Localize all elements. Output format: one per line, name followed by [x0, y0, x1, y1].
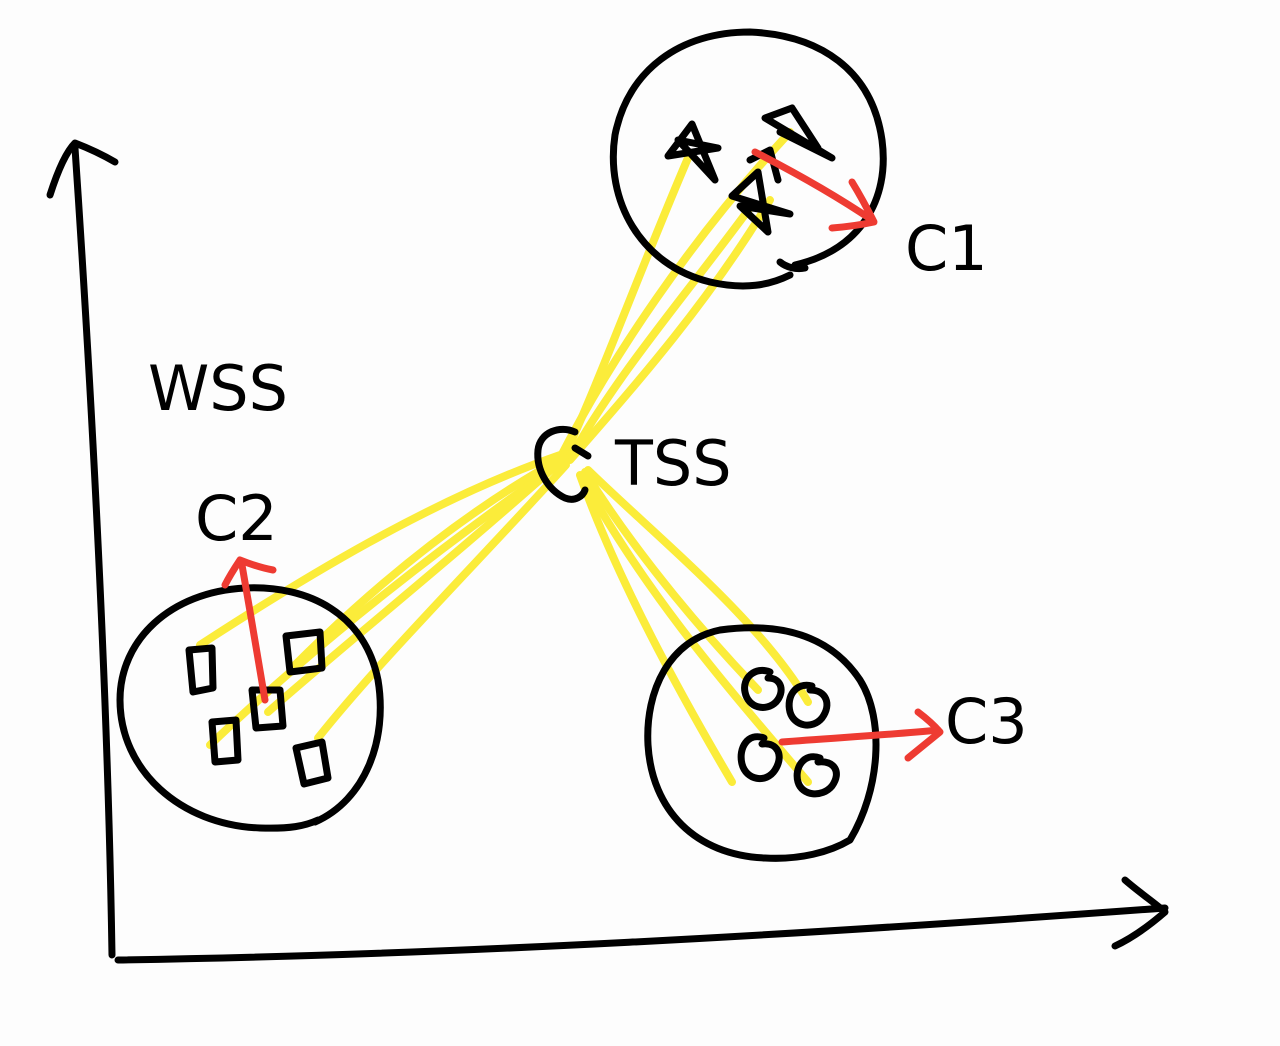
y-axis-line: [71, 144, 116, 959]
tss-line: [581, 468, 762, 694]
circle-point: [741, 667, 785, 711]
cluster-c1-outline: [609, 28, 887, 290]
square-point: [292, 738, 332, 788]
tss-line: [566, 196, 774, 464]
tss-line: [264, 458, 564, 716]
cluster-c3-points: [737, 667, 840, 798]
cluster-outlines: [116, 28, 887, 862]
c1-arrowhead: [828, 178, 878, 232]
tss-line: [576, 471, 736, 786]
tss-centroid-tick: [571, 444, 592, 460]
cluster-c2-points: [185, 628, 332, 788]
wss-arrows: [221, 148, 944, 762]
axes: [46, 139, 1169, 964]
square-point: [248, 686, 287, 732]
tss-centroid-marker: [534, 425, 589, 503]
tss-line: [584, 466, 812, 706]
square-point: [282, 628, 326, 676]
star-point: [664, 120, 722, 184]
circle-point: [737, 733, 783, 782]
star-point: [728, 168, 794, 236]
x-axis-arrowhead: [1111, 876, 1169, 950]
c1-centroid-arrow: [751, 148, 876, 224]
square-point: [185, 644, 217, 696]
y-axis-arrowhead: [46, 139, 119, 199]
tss-line: [314, 461, 570, 742]
tss-line: [568, 201, 756, 459]
star-point-tail: [776, 258, 809, 273]
c2-centroid-arrow: [238, 561, 269, 704]
cluster-c1-points: [664, 104, 836, 273]
cluster-c2-outline: [116, 584, 384, 832]
circle-point: [793, 753, 840, 798]
c3-arrowhead: [904, 708, 944, 762]
c2-label: C2: [195, 482, 278, 555]
square-point: [208, 716, 242, 766]
c1-label: C1: [905, 212, 988, 285]
cluster-c3-outline: [644, 624, 880, 862]
c3-centroid-arrow: [778, 726, 942, 746]
star-point: [761, 104, 836, 162]
c2-arrowhead: [221, 556, 277, 589]
tss-label: TSS: [614, 427, 732, 500]
circle-point: [785, 681, 831, 729]
c3-label: C3: [945, 685, 1028, 758]
wss-label: WSS: [148, 352, 288, 425]
tss-line: [196, 451, 564, 649]
x-axis-line: [114, 904, 1169, 964]
